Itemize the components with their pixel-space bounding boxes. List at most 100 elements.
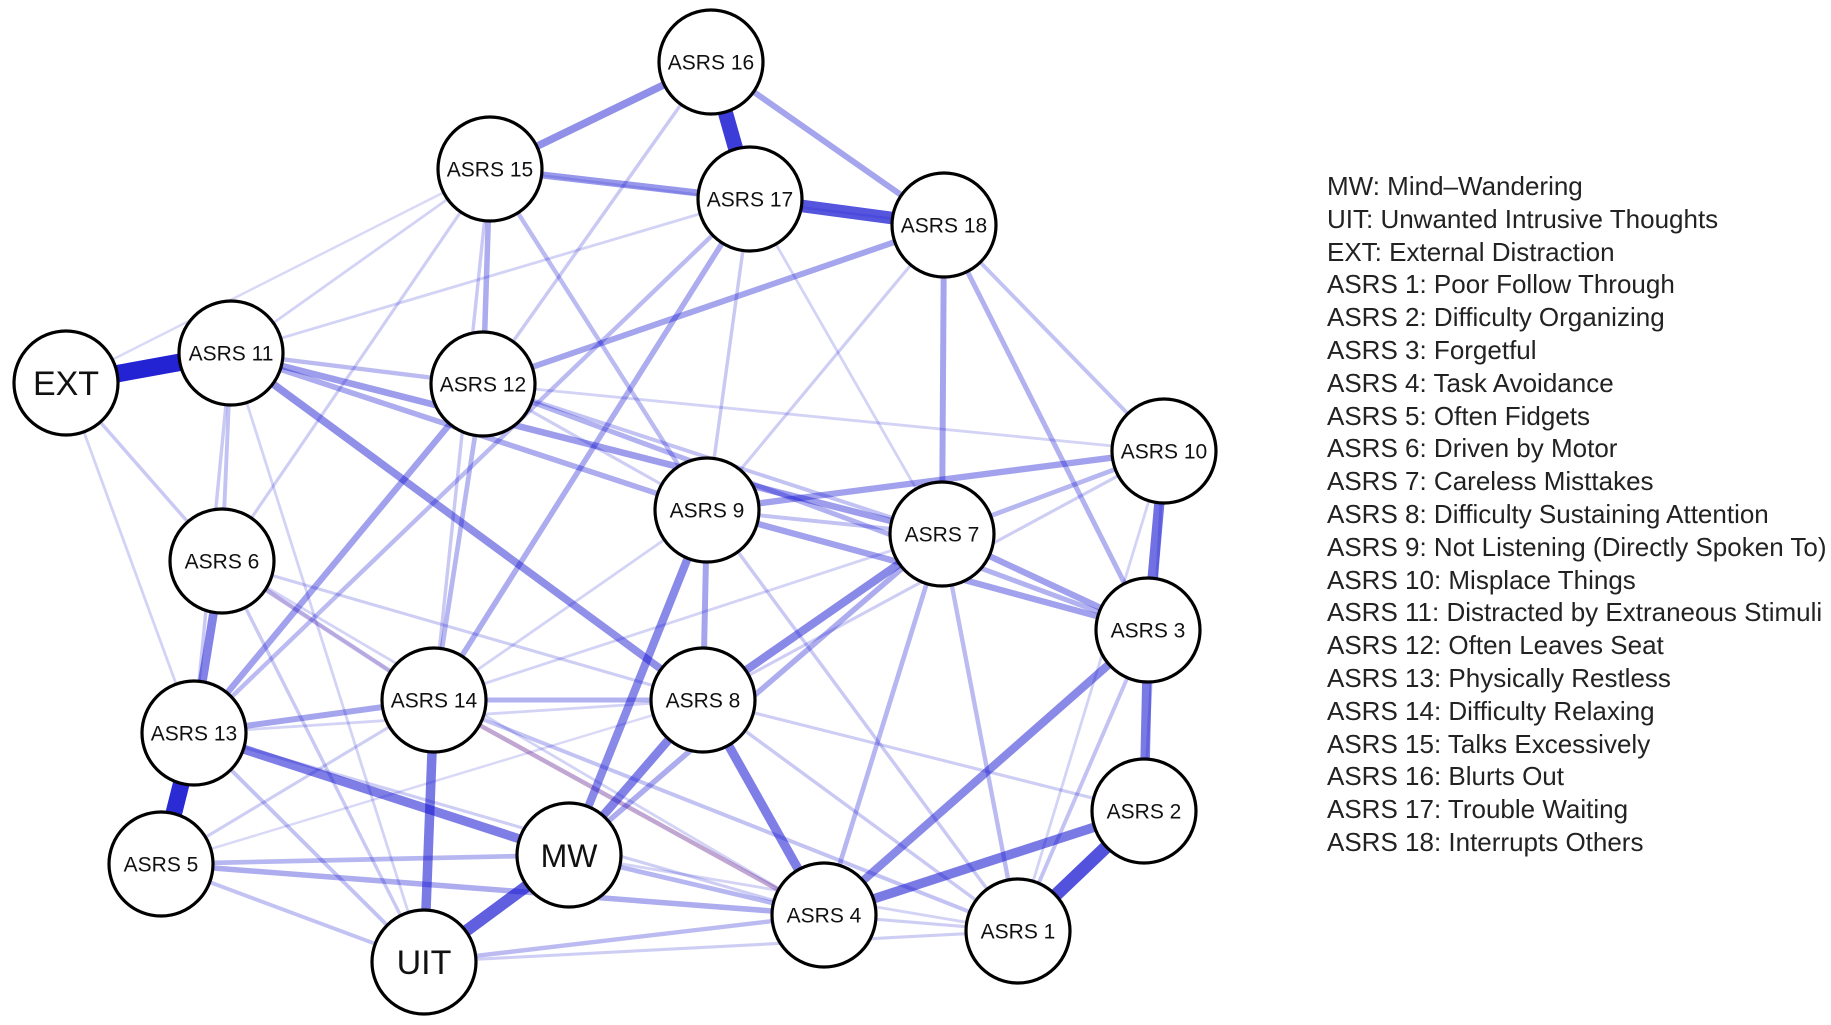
edge-asrs3-asrs4 [821,626,1151,919]
edge-asrs6-asrs8 [221,559,704,702]
edge-asrs2-asrs4 [822,806,1146,920]
edge-asrs16-asrs12 [481,61,713,385]
node-label: ASRS 18 [901,215,987,238]
node-label: MW [541,838,599,874]
node-asrs3: ASRS 3 [1094,576,1202,684]
node-ext: EXT [12,329,120,437]
node-asrs16: ASRS 16 [657,8,765,116]
edge-asrs6-uit [220,560,426,963]
legend-item: ASRS 8: Difficulty Sustaining Attention [1327,498,1769,529]
edge-asrs5-mw [160,852,570,867]
node-circle [140,679,248,787]
edge-asrs18-asrs9 [705,224,946,511]
node-label: ASRS 6 [185,551,260,574]
legend-item: ASRS 2: Difficulty Organizing [1327,302,1665,333]
node-circle [653,456,761,564]
legend-item: ASRS 12: Often Leaves Seat [1327,630,1664,661]
node-circle [177,299,285,407]
edge-asrs12-asrs3 [482,381,1149,633]
edge-asrs7-asrs4 [821,533,945,916]
node-asrs13: ASRS 13 [140,679,248,787]
node-label: UIT [397,944,452,982]
node-circle [1090,757,1198,865]
edge-asrs14-asrs1 [433,698,1019,933]
node-circle [696,145,804,253]
edge-asrs18-asrs3 [941,223,1151,632]
edge-asrs9-asrs10 [706,447,1165,514]
node-circle [12,329,120,437]
legend-item: ASRS 9: Not Listening (Directly Spoken T… [1327,531,1827,562]
legend-item: ASRS 3: Forgetful [1327,334,1537,365]
node-circle [429,330,537,438]
legend-item: ASRS 18: Interrupts Others [1327,826,1644,857]
edge-asrs14-asrs4 [432,697,826,918]
edge-asrs5-asrs4 [160,861,825,918]
node-label: ASRS 4 [787,905,862,928]
node-asrs15: ASRS 15 [436,115,544,223]
node-asrs7: ASRS 7 [888,480,996,588]
edge-asrs12-asrs13 [191,381,486,736]
node-label: ASRS 3 [1111,620,1186,643]
edge-asrs7-asrs1 [939,533,1021,932]
node-mw: MW [515,801,623,909]
edge-uit-asrs4 [423,912,825,965]
edge-asrs13-mw [192,728,571,860]
node-label: ASRS 8 [666,690,741,713]
legend-item: ASRS 15: Talks Excessively [1327,728,1651,759]
edge-ext-asrs13 [64,382,196,734]
edge-asrs17-asrs14 [431,197,753,702]
edge-asrs9-mw [565,508,711,857]
legend-item: ASRS 7: Careless Misttakes [1327,466,1654,497]
node-asrs9: ASRS 9 [653,456,761,564]
nodes-layer: EXT ASRS 11 ASRS 12 ASRS 15 ASRS 16 ASRS 17 AS… [12,8,1218,1016]
edge-asrs14-asrs9 [433,508,708,702]
legend-item: ASRS 10: Misplace Things [1327,564,1636,595]
node-label: ASRS 16 [668,52,754,75]
legend-item: ASRS 4: Task Avoidance [1327,367,1614,398]
legend-item: ASRS 14: Difficulty Relaxing [1327,695,1655,726]
node-asrs8: ASRS 8 [649,646,757,754]
node-asrs2: ASRS 2 [1090,757,1198,865]
node-label: ASRS 12 [440,374,526,397]
node-label: ASRS 10 [1121,441,1207,464]
edge-uit-asrs1 [423,929,1019,964]
edge-asrs11-asrs7 [230,349,943,538]
node-label: EXT [33,365,99,403]
node-circle [380,646,488,754]
node-asrs6: ASRS 6 [168,507,276,615]
node-label: ASRS 14 [391,690,478,713]
edge-asrs13-uit [192,731,426,964]
edge-asrs15-asrs6 [220,168,492,562]
node-circle [515,801,623,909]
node-label: ASRS 9 [670,500,745,523]
node-asrs18: ASRS 18 [890,171,998,279]
edge-asrs11-asrs8 [228,349,706,704]
node-asrs5: ASRS 5 [107,810,215,918]
edge-asrs11-uit [229,352,426,963]
edge-asrs10-asrs1 [1016,450,1166,932]
node-asrs14: ASRS 14 [380,646,488,754]
edge-asrs15-asrs9 [488,167,709,512]
node-circle [436,115,544,223]
legend-item: ASRS 1: Poor Follow Through [1327,269,1675,300]
edge-asrs6-asrs4 [221,559,825,917]
node-asrs4: ASRS 4 [770,861,878,969]
node-label: ASRS 5 [124,854,199,877]
node-asrs10: ASRS 10 [1110,397,1218,505]
legend-item: ASRS 11: Distracted by Extraneous Stimul… [1327,597,1823,628]
edge-asrs3-asrs1 [1016,629,1150,932]
edge-asrs12-asrs18 [482,222,945,387]
node-circle [1094,576,1202,684]
edge-asrs8-asrs2 [702,698,1145,813]
node-circle [888,480,996,588]
legend-item: ASRS 13: Physically Restless [1327,662,1671,693]
node-label: ASRS 11 [189,343,274,366]
node-label: ASRS 15 [447,159,533,182]
edge-asrs12-asrs10 [482,382,1165,453]
node-asrs11: ASRS 11 [177,299,285,407]
legend-item: ASRS 5: Often Fidgets [1327,400,1591,431]
legend-item: ASRS 6: Driven by Motor [1327,433,1618,464]
edge-asrs8-asrs1 [701,698,1020,933]
node-asrs17: ASRS 17 [696,145,804,253]
